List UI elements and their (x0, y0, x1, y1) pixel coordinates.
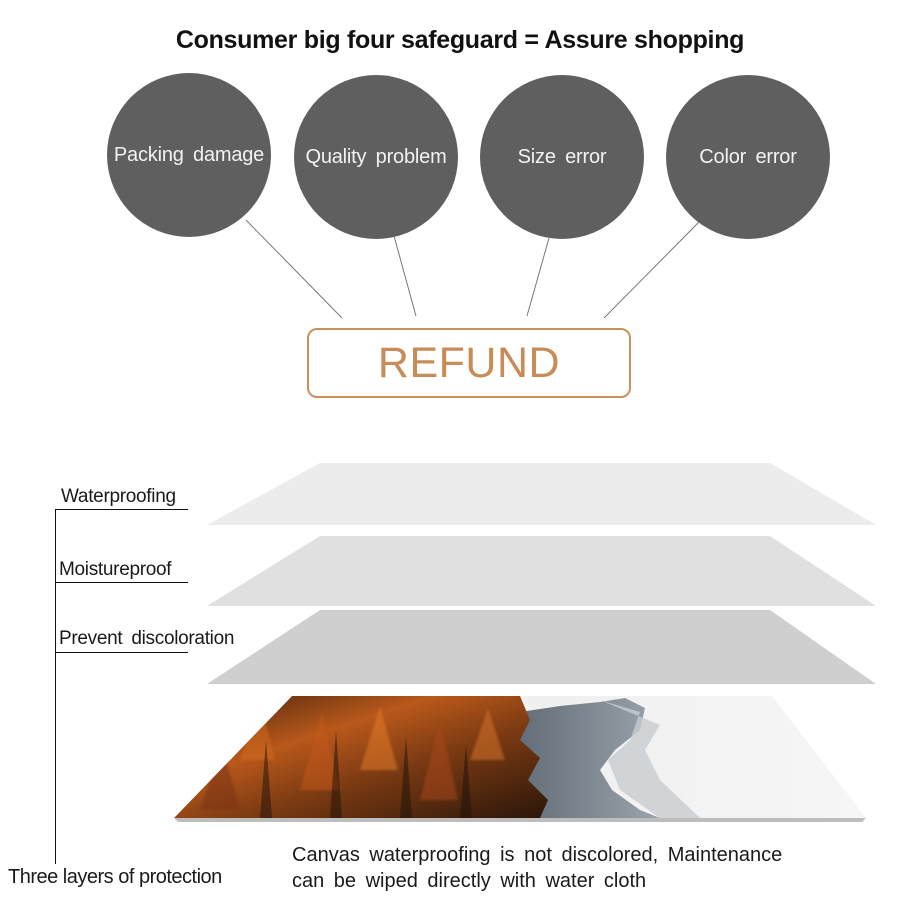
feature-label-prevent-discoloration: Prevent discoloration (59, 628, 235, 649)
layer-prevent-discoloration (207, 610, 876, 684)
protection-group-label: Three layers of protection (8, 866, 222, 888)
feature-label-waterproofing: Waterproofing (61, 486, 176, 507)
layer-moistureproof (207, 536, 876, 606)
bracket-vertical-line (55, 509, 56, 864)
bracket-tick-waterproofing (55, 509, 188, 510)
issue-label: Packing damage (113, 143, 265, 166)
canvas-care-note-line-2: can be wiped directly with water cloth (292, 870, 647, 892)
issue-label: Size error (517, 145, 607, 168)
feature-label-moistureproof: Moistureproof (59, 559, 172, 580)
connector-line-1 (245, 219, 343, 319)
canvas-care-note: Canvas waterproofing is not discolored, … (292, 842, 782, 894)
canvas-print-image (174, 696, 866, 818)
connector-line-2 (393, 235, 417, 317)
connector-line-3 (526, 237, 550, 317)
issue-circle-size-error: Size error (480, 75, 644, 239)
issue-label: Color error (699, 145, 797, 168)
refund-box: REFUND (307, 328, 631, 398)
issue-circle-quality-problem: Quality problem (294, 75, 458, 239)
bracket-tick-prevent-discoloration (55, 652, 188, 653)
layer-waterproofing (207, 463, 876, 525)
page-title: Consumer big four safeguard = Assure sho… (175, 26, 745, 54)
canvas-care-note-line-1: Canvas waterproofing is not discolored, … (292, 844, 783, 866)
bracket-tick-moistureproof (55, 582, 188, 583)
issue-circle-color-error: Color error (666, 75, 830, 239)
issue-label: Quality problem (305, 145, 447, 168)
issue-circle-packing-damage: Packing damage (107, 73, 271, 237)
connector-line-4 (603, 221, 700, 319)
